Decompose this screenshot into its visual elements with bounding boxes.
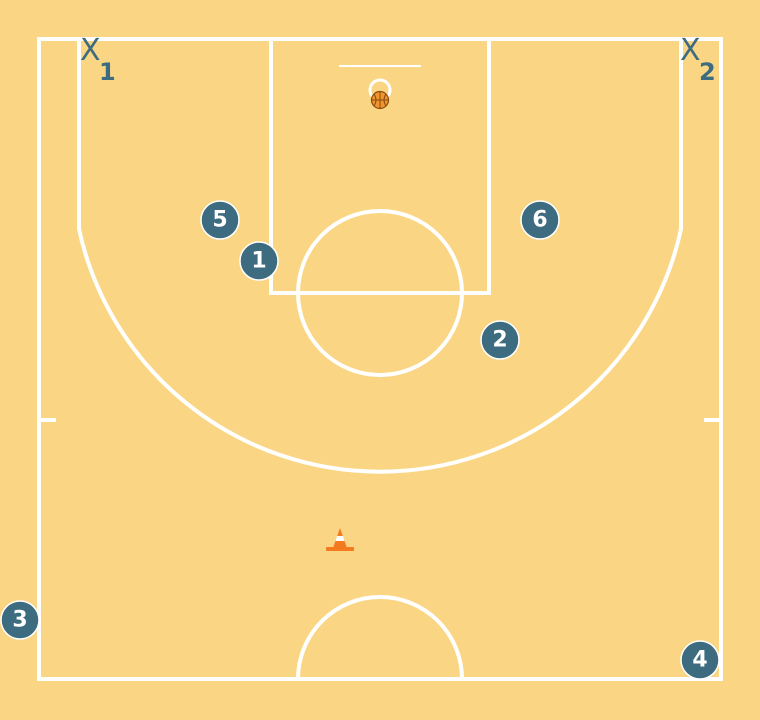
player-3[interactable]: 3	[0, 600, 40, 640]
center-circle	[296, 595, 464, 680]
free-throw-circle	[296, 209, 464, 377]
player-4[interactable]: 4	[680, 640, 720, 680]
defender-x1-letter: X	[80, 33, 101, 68]
player-6-label: 6	[532, 208, 547, 233]
player-3-label: 3	[12, 608, 27, 633]
cone-icon	[326, 528, 354, 551]
defender-x2[interactable]: X 2	[680, 33, 716, 86]
player-6[interactable]: 6	[520, 200, 560, 240]
defender-x1[interactable]: X 1	[80, 33, 116, 86]
player-1-label: 1	[251, 249, 266, 274]
basketball-icon	[370, 90, 390, 110]
paint-area	[269, 37, 491, 295]
defender-x1-number: 1	[99, 58, 116, 86]
player-4-label: 4	[692, 648, 707, 673]
three-point-line	[77, 39, 683, 474]
defender-x2-letter: X	[680, 33, 701, 68]
player-5-label: 5	[212, 208, 227, 233]
defender-x2-number: 2	[699, 58, 716, 86]
player-2-label: 2	[492, 328, 507, 353]
player-2[interactable]: 2	[480, 320, 520, 360]
player-1[interactable]: 1	[239, 241, 279, 281]
player-5[interactable]: 5	[200, 200, 240, 240]
